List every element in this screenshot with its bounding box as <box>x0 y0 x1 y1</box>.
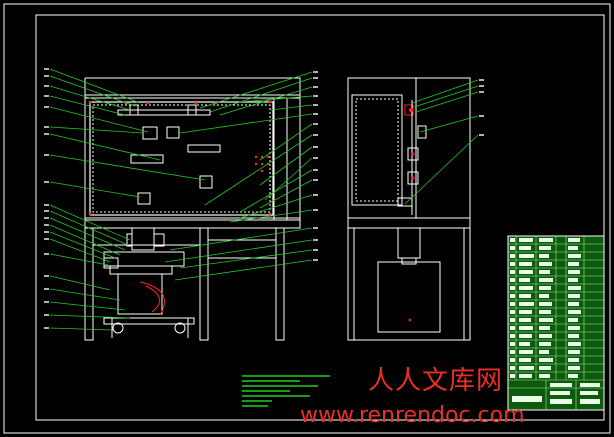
part-number-ticks <box>44 68 484 329</box>
side-view <box>347 77 471 341</box>
watermark-site-name: 人人文库网 <box>368 366 504 396</box>
front-view-leaders-left <box>49 68 206 331</box>
technical-notes <box>242 375 330 407</box>
drawing-frame <box>3 3 611 434</box>
front-view-markers <box>88 100 272 216</box>
front-view-leaders-right <box>164 71 313 281</box>
side-view-leaders <box>404 79 479 205</box>
bom-table <box>507 235 605 411</box>
side-view-markers <box>408 107 415 322</box>
watermark-site-url: www.renrendoc.com <box>300 403 525 428</box>
